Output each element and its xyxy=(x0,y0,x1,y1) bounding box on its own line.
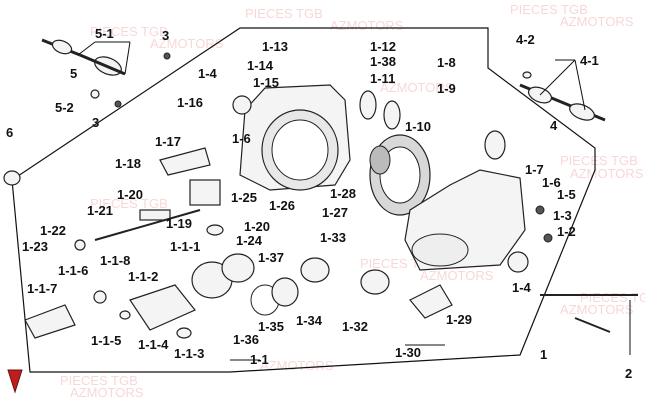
callout-1-24: 1-24 xyxy=(236,233,263,248)
nut-3-top xyxy=(163,52,171,60)
callout-1-15: 1-15 xyxy=(253,75,279,90)
right-housing-cover xyxy=(404,169,529,273)
callout-1-17: 1-17 xyxy=(155,134,181,149)
callout-1-18: 1-18 xyxy=(115,156,141,171)
callout-4-1: 4-1 xyxy=(580,53,599,68)
bearing-1-9 xyxy=(383,100,401,130)
callout-1-1-5: 1-1-5 xyxy=(91,333,121,348)
watermark-1: PIECES TGB xyxy=(90,24,168,39)
callout-1-4-upper: 1-4 xyxy=(198,66,218,81)
bearing-right xyxy=(484,130,506,160)
callout-1-19: 1-19 xyxy=(166,216,192,231)
callout-1-29: 1-29 xyxy=(446,312,472,327)
callout-4: 4 xyxy=(550,118,558,133)
callout-1-1-1: 1-1-1 xyxy=(170,239,200,254)
callout-4-2: 4-2 xyxy=(516,32,535,47)
callout-1-14: 1-14 xyxy=(247,58,274,73)
shim-1-8 xyxy=(359,90,377,120)
callout-1-1-3: 1-1-3 xyxy=(174,346,204,361)
clip-5-2 xyxy=(90,89,100,99)
callout-1-3: 1-3 xyxy=(553,208,572,223)
axle-shaft-5 xyxy=(41,38,126,76)
watermark-2: AZMOTORS xyxy=(150,36,224,51)
assembly-boundary xyxy=(11,27,596,373)
watermark-3: PIECES TGB xyxy=(245,6,323,21)
brand-logo xyxy=(7,369,23,394)
callout-1-33: 1-33 xyxy=(320,230,346,245)
callout-1-23: 1-23 xyxy=(22,239,48,254)
watermark-14: PIECES TGB xyxy=(580,290,645,305)
axle-shaft-4 xyxy=(519,71,606,122)
callout-1-1-6: 1-1-6 xyxy=(58,263,88,278)
shift-assembly xyxy=(74,147,224,251)
callout-1-1-2: 1-1-2 xyxy=(128,269,158,284)
callout-5-2: 5-2 xyxy=(55,100,74,115)
callout-1-11: 1-11 xyxy=(370,71,395,86)
callout-1-34: 1-34 xyxy=(296,313,323,328)
callout-1-1-8: 1-1-8 xyxy=(100,253,130,268)
watermark-13: AZMOTORS xyxy=(420,268,494,283)
callout-1-5: 1-5 xyxy=(557,187,576,202)
watermark-4: AZMOTORS xyxy=(330,18,404,33)
callout-1-1-4: 1-1-4 xyxy=(138,337,169,352)
callout-1-26: 1-26 xyxy=(269,198,295,213)
callout-1-4-lower: 1-4 xyxy=(512,280,532,295)
callout-1-9: 1-9 xyxy=(437,81,456,96)
callout-1-37: 1-37 xyxy=(258,250,284,265)
callout-1-6-left: 1-6 xyxy=(232,131,251,146)
callout-1-27: 1-27 xyxy=(322,205,348,220)
callout-1-10: 1-10 xyxy=(405,119,431,134)
watermark-8: AZMOTORS xyxy=(380,80,454,95)
callout-3-lower: 3 xyxy=(92,115,99,130)
callout-1-36: 1-36 xyxy=(233,332,259,347)
watermark-15: AZMOTORS xyxy=(560,302,634,317)
callout-1-6-right: 1-6 xyxy=(542,175,561,190)
callout-5-1: 5-1 xyxy=(95,26,114,41)
callout-1-32: 1-32 xyxy=(342,319,368,334)
callout-1-25: 1-25 xyxy=(231,190,257,205)
callout-1-22: 1-22 xyxy=(40,223,66,238)
long-bolt-lower xyxy=(574,317,611,333)
watermark-6: AZMOTORS xyxy=(560,14,634,29)
bolt-1-6 xyxy=(535,205,545,215)
leader-lines xyxy=(77,41,631,361)
callout-labels: 5-1 5 5-2 3 3 6 1-13 1-14 1-15 1-12 1-38… xyxy=(6,26,632,381)
callout-1-12: 1-12 xyxy=(370,39,396,54)
watermark-9: PIECES TGB xyxy=(90,196,168,211)
callout-6: 6 xyxy=(6,125,13,140)
callout-1-2: 1-2 xyxy=(557,224,576,239)
watermark-10: PIECES TGB xyxy=(560,153,638,168)
watermark-17: AZMOTORS xyxy=(70,385,144,400)
callout-1: 1 xyxy=(540,347,547,362)
callout-1-38: 1-38 xyxy=(370,54,396,69)
callout-1-20-left: 1-20 xyxy=(117,187,143,202)
callout-1-13: 1-13 xyxy=(262,39,288,54)
callout-3-upper: 3 xyxy=(162,28,169,43)
nut-3 xyxy=(114,100,122,108)
watermark-11: AZMOTORS xyxy=(570,166,644,181)
callout-1-1: 1-1 xyxy=(250,352,269,367)
pinion-group-1-1 xyxy=(24,253,453,339)
seal-6 xyxy=(3,170,21,186)
watermark-18: AZMOTORS xyxy=(260,358,334,373)
callout-5: 5 xyxy=(70,66,77,81)
callout-1-21: 1-21 xyxy=(87,203,113,218)
callout-1-16: 1-16 xyxy=(177,95,203,110)
callout-1-8: 1-8 xyxy=(437,55,456,70)
ring-gear-1-10 xyxy=(369,134,431,216)
callout-2: 2 xyxy=(625,366,632,381)
callout-1-20-right: 1-20 xyxy=(244,219,270,234)
callout-1-30: 1-30 xyxy=(395,345,421,360)
bolt-1-2 xyxy=(543,233,553,243)
callout-1-7: 1-7 xyxy=(525,162,544,177)
callout-1-1-7: 1-1-7 xyxy=(27,281,57,296)
callout-1-35: 1-35 xyxy=(258,319,284,334)
differential-housing xyxy=(232,84,351,191)
callout-1-28: 1-28 xyxy=(330,186,356,201)
watermark-16: PIECES TGB xyxy=(60,373,138,388)
watermark-5: PIECES TGB xyxy=(510,2,588,17)
